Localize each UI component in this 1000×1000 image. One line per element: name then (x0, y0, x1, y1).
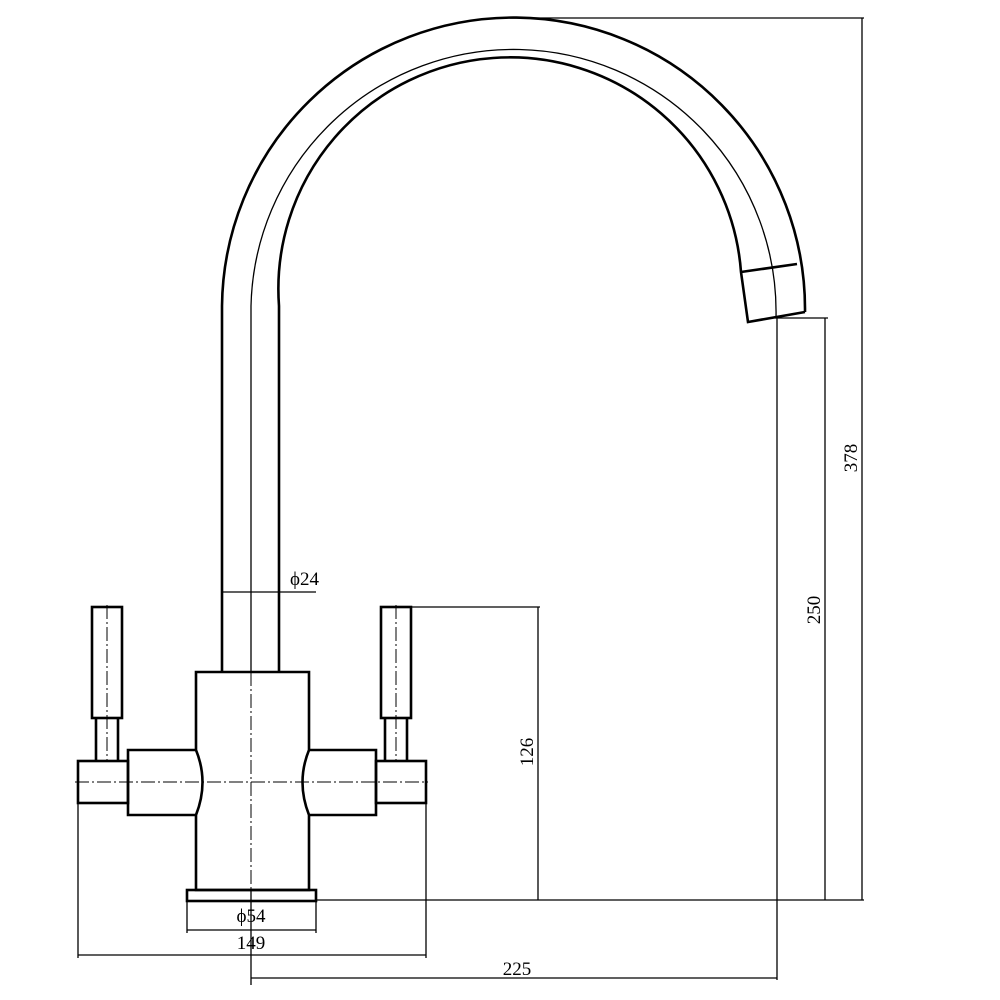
dim-handle-height: 126 (517, 738, 538, 767)
dim-overall-height: 378 (841, 444, 862, 473)
spout-nozzle-ring (740, 262, 798, 274)
dim-handle-span: 149 (237, 933, 266, 954)
tap-body (194, 670, 311, 892)
left-handle-stem (94, 718, 120, 761)
dim-spout-reach: 225 (503, 959, 532, 980)
dimension-lines (77, 17, 864, 985)
dim-outlet-height: 250 (804, 596, 825, 625)
tap-outline (75, 16, 807, 903)
dim-spout-diameter: ϕ24 (290, 569, 320, 590)
spout-outer (220, 16, 807, 672)
spout-centerline (250, 48, 777, 672)
dim-base-diameter: ϕ54 (236, 906, 266, 927)
dimension-labels: ϕ24 ϕ54 149 225 126 250 378 (236, 444, 862, 980)
right-handle-stem (383, 718, 409, 761)
right-handle-pin (374, 759, 428, 805)
spout-inner (277, 56, 806, 672)
